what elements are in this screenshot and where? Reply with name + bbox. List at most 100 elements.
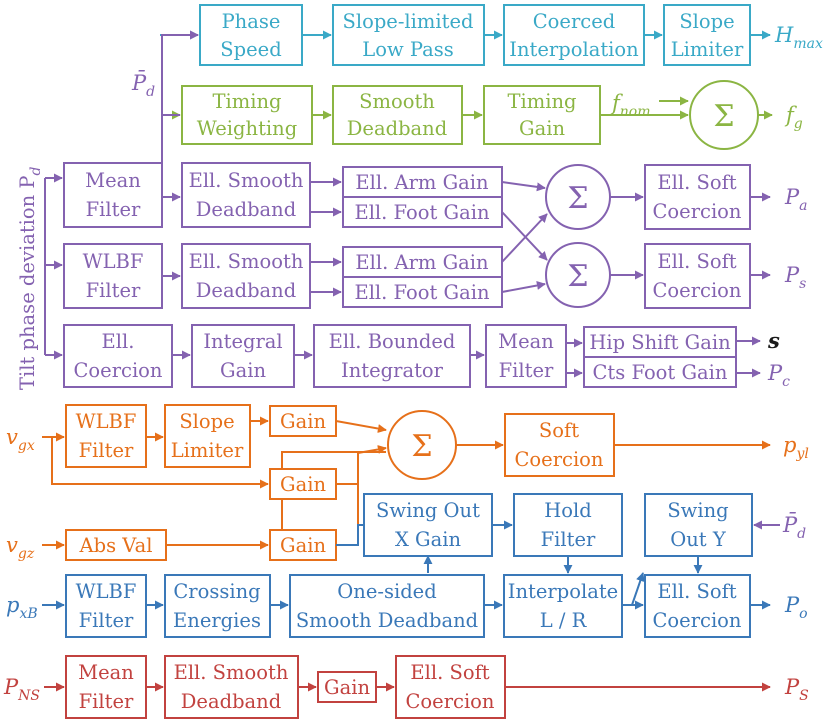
blue-connectors: [42, 520, 771, 610]
svg-text:Mean: Mean: [85, 169, 141, 192]
svg-text:Coercion: Coercion: [653, 279, 742, 302]
hold-filter-block: Hold Filter: [513, 493, 623, 557]
slope-limiter-2-block: Slope Limiter: [164, 404, 251, 468]
svg-text:Low Pass: Low Pass: [362, 38, 453, 61]
svg-text:Deadband: Deadband: [196, 279, 296, 302]
mean-filter-3-block: Mean Filter: [65, 655, 147, 719]
f-nom-label: fnom: [610, 91, 651, 120]
svg-text:Gain: Gain: [280, 534, 326, 557]
svg-text:Σ: Σ: [713, 99, 734, 134]
slope-limiter-top-block: Slope Limiter: [663, 4, 751, 66]
svg-text:Filter: Filter: [86, 279, 141, 302]
purple-connectors: [44, 30, 780, 530]
ell-smooth-deadband-3-block: Ell. Smooth Deadband: [164, 655, 299, 719]
tilt-phase-deviation-label: Tilt phase deviation Pd: [16, 166, 44, 390]
svg-text:One-sided: One-sided: [337, 580, 436, 603]
svg-text:Coercion: Coercion: [515, 448, 604, 471]
svg-text:Ell. Soft: Ell. Soft: [657, 171, 736, 194]
hip-shift-gain-block: Hip Shift Gain: [583, 326, 737, 358]
svg-text:Swing: Swing: [667, 499, 728, 522]
svg-text:Slope: Slope: [679, 10, 734, 33]
s-label: s: [767, 328, 780, 353]
svg-text:Ell. Soft: Ell. Soft: [657, 580, 736, 603]
f-g-label: fg: [784, 103, 803, 132]
svg-text:Hip Shift Gain: Hip Shift Gain: [589, 331, 731, 354]
svg-text:Gain: Gain: [280, 473, 326, 496]
svg-text:Interpolate: Interpolate: [508, 580, 618, 603]
svg-text:Integrator: Integrator: [341, 359, 444, 382]
svg-text:Deadband: Deadband: [181, 690, 281, 713]
svg-text:Filter: Filter: [79, 439, 134, 462]
swing-out-y-block: Swing Out Y: [644, 493, 753, 557]
svg-text:Ell. Smooth: Ell. Smooth: [189, 169, 304, 192]
sum-junction-purple-s: Σ: [545, 242, 611, 308]
ell-arm-gain-1-block: Ell. Arm Gain: [342, 166, 503, 198]
p-s-ns-label: PS: [784, 675, 809, 704]
svg-text:Speed: Speed: [220, 38, 281, 61]
svg-text:Gain: Gain: [220, 359, 266, 382]
crossing-energies-block: Crossing Energies: [164, 574, 271, 638]
svg-text:Gain: Gain: [519, 117, 565, 140]
svg-text:Filter: Filter: [79, 609, 134, 632]
abs-val-block: Abs Val: [65, 529, 167, 561]
sum-junction-green: Σ: [689, 80, 759, 150]
svg-text:Ell.: Ell.: [102, 330, 135, 353]
svg-text:Mean: Mean: [498, 330, 554, 353]
svg-text:Abs Val: Abs Val: [79, 534, 153, 557]
p-yl-label: pyl: [783, 433, 809, 462]
svg-text:Mean: Mean: [78, 661, 134, 684]
svg-text:Out Y: Out Y: [670, 528, 727, 551]
svg-text:WLBF: WLBF: [76, 410, 137, 433]
soft-coercion-yl-block: Soft Coercion: [504, 413, 615, 477]
svg-text:Coercion: Coercion: [74, 359, 163, 382]
p-d-bar-label: P̄d: [131, 70, 155, 100]
phase-speed-block: Phase Speed: [199, 4, 303, 66]
svg-text:Ell. Foot Gain: Ell. Foot Gain: [354, 281, 490, 304]
gain-2-block: Gain: [269, 468, 337, 500]
wlbf-filter-1-block: WLBF Filter: [63, 243, 163, 309]
svg-text:Σ: Σ: [411, 429, 432, 464]
svg-text:Coercion: Coercion: [653, 200, 742, 223]
p-d-bar-right-label: P̄d: [782, 512, 806, 542]
p-s-label: Ps: [784, 263, 806, 292]
wlbf-filter-2-block: WLBF Filter: [65, 404, 147, 468]
integral-gain-block: Integral Gain: [191, 324, 295, 388]
v-gx-label: vgx: [6, 425, 35, 454]
ell-soft-coercion-o-block: Ell. Soft Coercion: [644, 574, 751, 638]
sum-junction-orange: Σ: [387, 410, 457, 480]
svg-text:Soft: Soft: [539, 419, 579, 442]
ell-smooth-deadband-1-block: Ell. Smooth Deadband: [181, 162, 311, 228]
svg-text:Ell. Soft: Ell. Soft: [657, 250, 736, 273]
svg-text:Swing Out: Swing Out: [376, 499, 480, 522]
ell-smooth-deadband-2-block: Ell. Smooth Deadband: [181, 243, 311, 309]
interpolate-lr-block: Interpolate L / R: [503, 574, 623, 638]
svg-text:Coercion: Coercion: [406, 690, 495, 713]
ell-soft-coercion-ns-block: Ell. Soft Coercion: [395, 655, 506, 719]
cts-foot-gain-block: Cts Foot Gain: [583, 356, 737, 388]
svg-text:Ell. Arm Gain: Ell. Arm Gain: [355, 171, 489, 194]
svg-text:Ell. Bounded: Ell. Bounded: [329, 330, 456, 353]
ell-soft-coercion-s-block: Ell. Soft Coercion: [644, 243, 751, 309]
svg-text:Gain: Gain: [324, 676, 370, 699]
timing-gain-block: Timing Gain: [483, 85, 601, 145]
v-gz-label: vgz: [6, 533, 35, 562]
svg-text:Smooth: Smooth: [359, 90, 435, 113]
svg-text:Ell. Foot Gain: Ell. Foot Gain: [354, 201, 490, 224]
svg-text:Ell. Smooth: Ell. Smooth: [189, 250, 304, 273]
gain-1-block: Gain: [269, 405, 337, 437]
svg-text:WLBF: WLBF: [83, 250, 144, 273]
svg-text:Coercion: Coercion: [653, 609, 742, 632]
svg-text:Ell. Smooth: Ell. Smooth: [174, 661, 289, 684]
svg-text:Hold: Hold: [544, 499, 591, 522]
svg-text:Slope: Slope: [179, 410, 234, 433]
p-c-label: Pc: [767, 361, 790, 390]
svg-text:Coerced: Coerced: [533, 10, 615, 33]
svg-text:Filter: Filter: [86, 198, 141, 221]
svg-text:Smooth Deadband: Smooth Deadband: [296, 609, 478, 632]
p-xb-label: pxB: [6, 593, 38, 622]
gain-4-block: Gain: [317, 671, 377, 703]
svg-text:Limiter: Limiter: [171, 439, 244, 462]
mean-filter-1-block: Mean Filter: [63, 162, 163, 228]
p-ns-label: PNS: [3, 675, 40, 704]
